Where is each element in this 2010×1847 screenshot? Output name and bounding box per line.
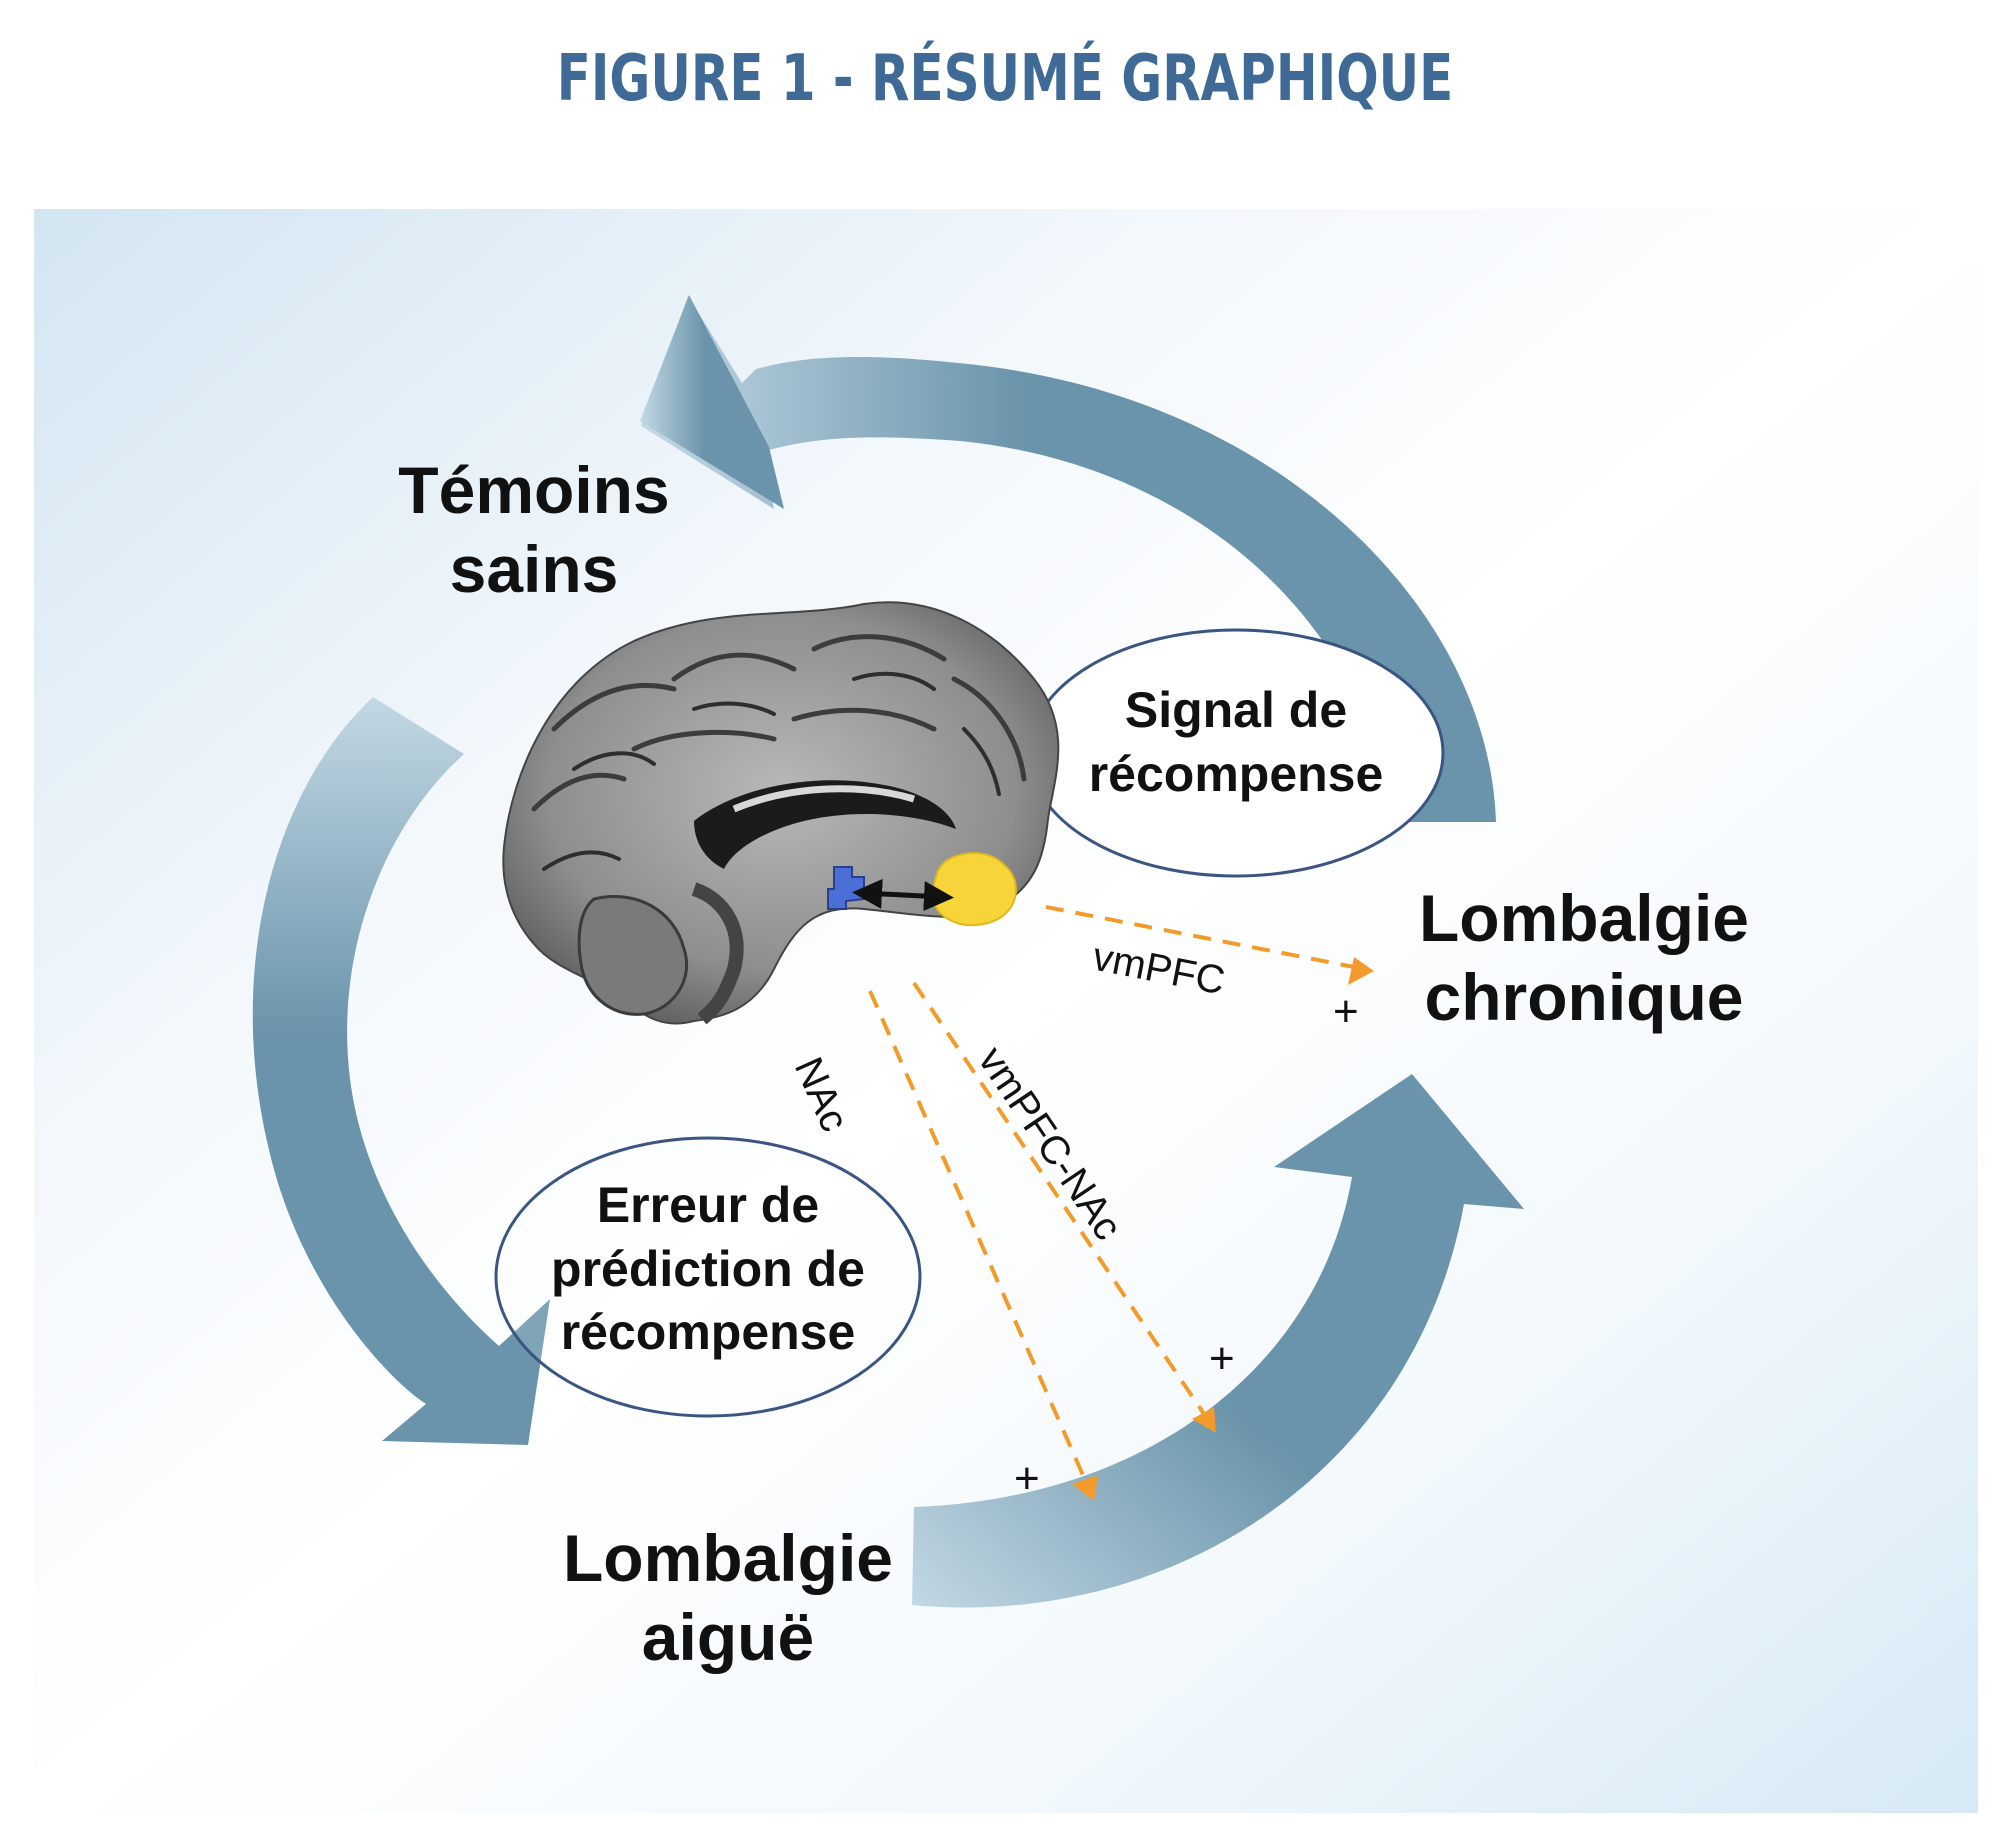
cycle-arrow-icon	[252, 697, 550, 1445]
stage-healthy-line2: sains	[449, 532, 619, 607]
dashed-arrow-vmpfc-nac	[912, 981, 1216, 1433]
stage-healthy-label: Témoins sains	[334, 451, 734, 609]
cycle-arrow-icon	[641, 296, 1496, 822]
stage-acute-line2: aiguë	[641, 1600, 815, 1675]
reward-signal-text: Signal de récompense	[1029, 679, 1443, 806]
stage-chronic-label: Lombalgie chronique	[1364, 879, 1804, 1037]
stage-healthy-line1: Témoins	[398, 453, 670, 527]
prediction-error-line3: récompense	[560, 1304, 856, 1360]
diagram-panel: Témoins sains Lombalgie aiguë Lombalgie …	[34, 209, 1978, 1813]
diagram-canvas	[34, 209, 1978, 1813]
dashed-arrow-nac	[868, 990, 1098, 1501]
reward-signal-line1: Signal de	[1124, 682, 1348, 738]
reward-signal-line2: récompense	[1088, 745, 1384, 802]
prediction-error-line2: prédiction de	[551, 1240, 865, 1297]
dashed-arrow-vmpfc	[1045, 905, 1374, 985]
cycle-arrow-icon	[640, 295, 784, 509]
edge-vmpfc-nac-sign: +	[1209, 1334, 1235, 1383]
figure-title: FIGURE 1 - RÉSUMÉ GRAPHIQUE	[556, 42, 1454, 116]
bidirectional-arrow-icon	[852, 878, 954, 912]
stage-acute-label: Lombalgie aiguë	[508, 1519, 948, 1677]
prediction-error-text: Erreur de prédiction de récompense	[496, 1174, 920, 1365]
cycle-arrow-icon	[912, 1074, 1524, 1608]
prediction-error-oval	[494, 1136, 922, 1418]
stage-chronic-line2: chronique	[1424, 960, 1744, 1035]
edge-nac-sign: +	[1014, 1454, 1040, 1503]
prediction-error-line1: Erreur de	[596, 1177, 820, 1233]
stage-acute-line1: Lombalgie	[562, 1521, 894, 1595]
edge-vmpfc-sign: +	[1333, 987, 1359, 1036]
stage-chronic-line1: Lombalgie	[1418, 881, 1750, 955]
brain-sagittal-icon	[502, 601, 1060, 1025]
